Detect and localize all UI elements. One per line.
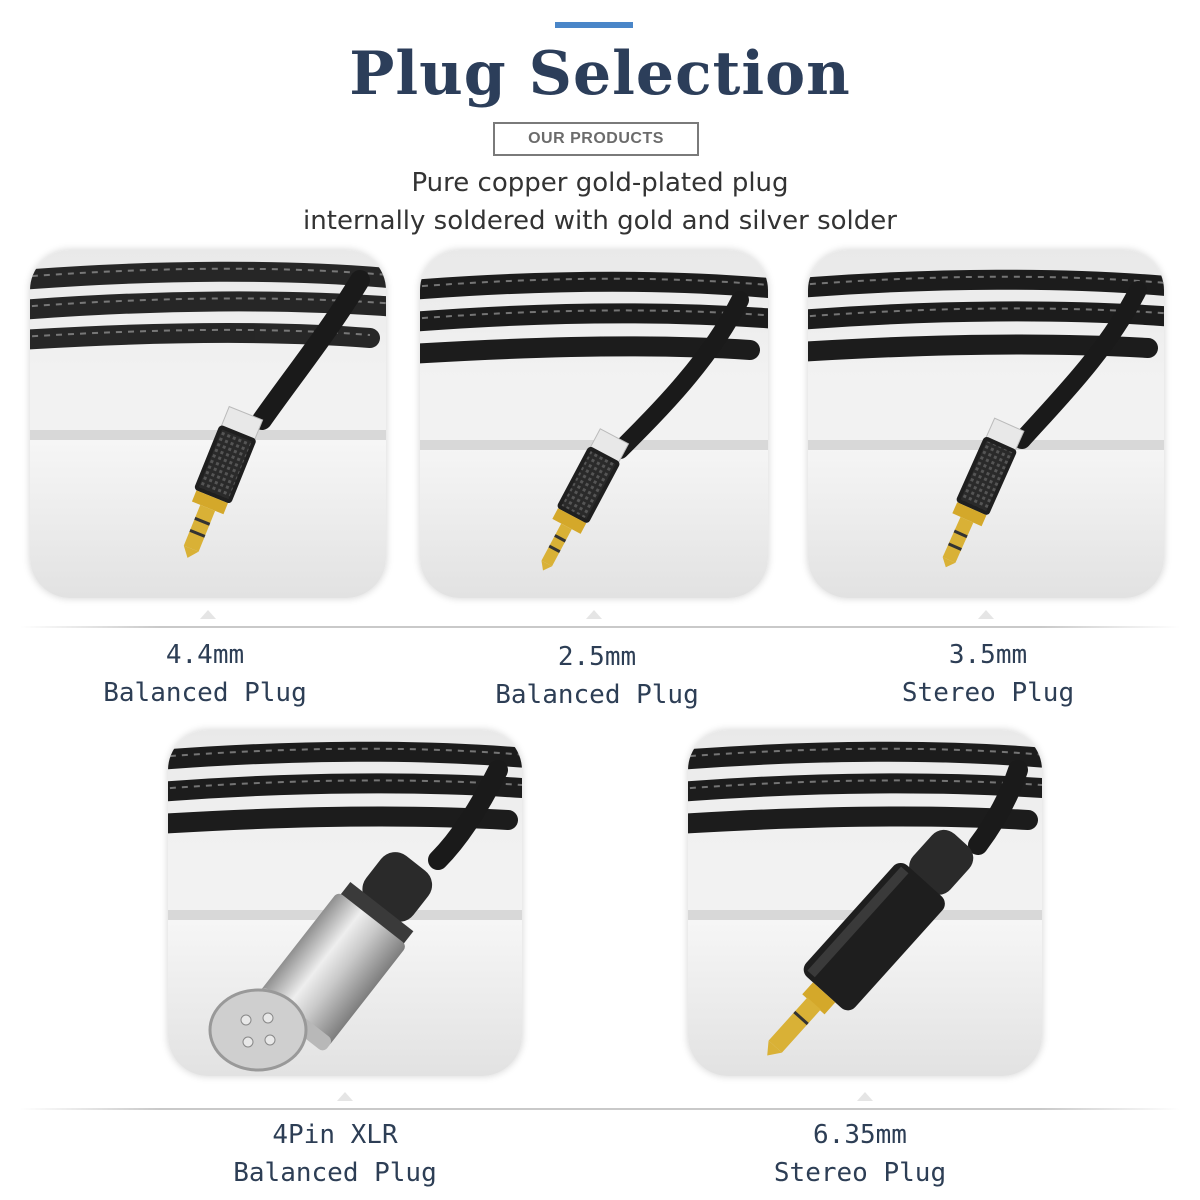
- product-size: 3.5mm: [948, 640, 1028, 670]
- plug-4-4mm-illustration: [30, 261, 386, 558]
- subtitle-line-1: Pure copper gold-plated plug: [411, 168, 789, 198]
- product-size: 2.5mm: [557, 642, 637, 672]
- plug-xlr-illustration: [168, 741, 522, 1072]
- product-type: Balanced Plug: [495, 680, 699, 710]
- product-type: Stereo Plug: [901, 678, 1075, 708]
- plug-2-5mm-illustration: [420, 271, 768, 571]
- product-image-3-5mm: [808, 250, 1164, 598]
- product-type: Stereo Plug: [773, 1158, 947, 1188]
- product-size: 6.35mm: [813, 1120, 907, 1150]
- page-title: Plug Selection: [349, 39, 851, 109]
- product-image-4pin-xlr: [168, 730, 522, 1076]
- product-image-4-4mm: [30, 250, 386, 598]
- product-label-3-5mm: 3.5mm Stereo Plug: [838, 636, 1138, 712]
- product-image-2-5mm: [420, 250, 768, 598]
- pointer-icon: [586, 610, 602, 619]
- product-label-4pin-xlr: 4Pin XLR Balanced Plug: [185, 1116, 485, 1192]
- pointer-icon: [857, 1092, 873, 1101]
- subtitle-line-2: internally soldered with gold and silver…: [303, 206, 897, 236]
- plug-3-5mm-illustration: [808, 269, 1164, 568]
- product-label-6-35mm: 6.35mm Stereo Plug: [710, 1116, 1010, 1192]
- plug-6-35mm-illustration: [688, 741, 1042, 1056]
- pointer-icon: [337, 1092, 353, 1101]
- pointer-icon: [978, 610, 994, 619]
- product-size: 4.4mm: [165, 640, 245, 670]
- product-size: 4Pin XLR: [272, 1120, 398, 1150]
- row-divider-1: [20, 626, 1180, 628]
- pointer-icon: [200, 610, 216, 619]
- our-products-badge: OUR PRODUCTS: [493, 122, 699, 156]
- row-divider-2: [20, 1108, 1180, 1110]
- product-label-2-5mm: 2.5mm Balanced Plug: [447, 638, 747, 714]
- product-image-6-35mm: [688, 730, 1042, 1076]
- title-accent-bar: [555, 22, 633, 28]
- product-label-4-4mm: 4.4mm Balanced Plug: [55, 636, 355, 712]
- product-type: Balanced Plug: [103, 678, 307, 708]
- product-type: Balanced Plug: [233, 1158, 437, 1188]
